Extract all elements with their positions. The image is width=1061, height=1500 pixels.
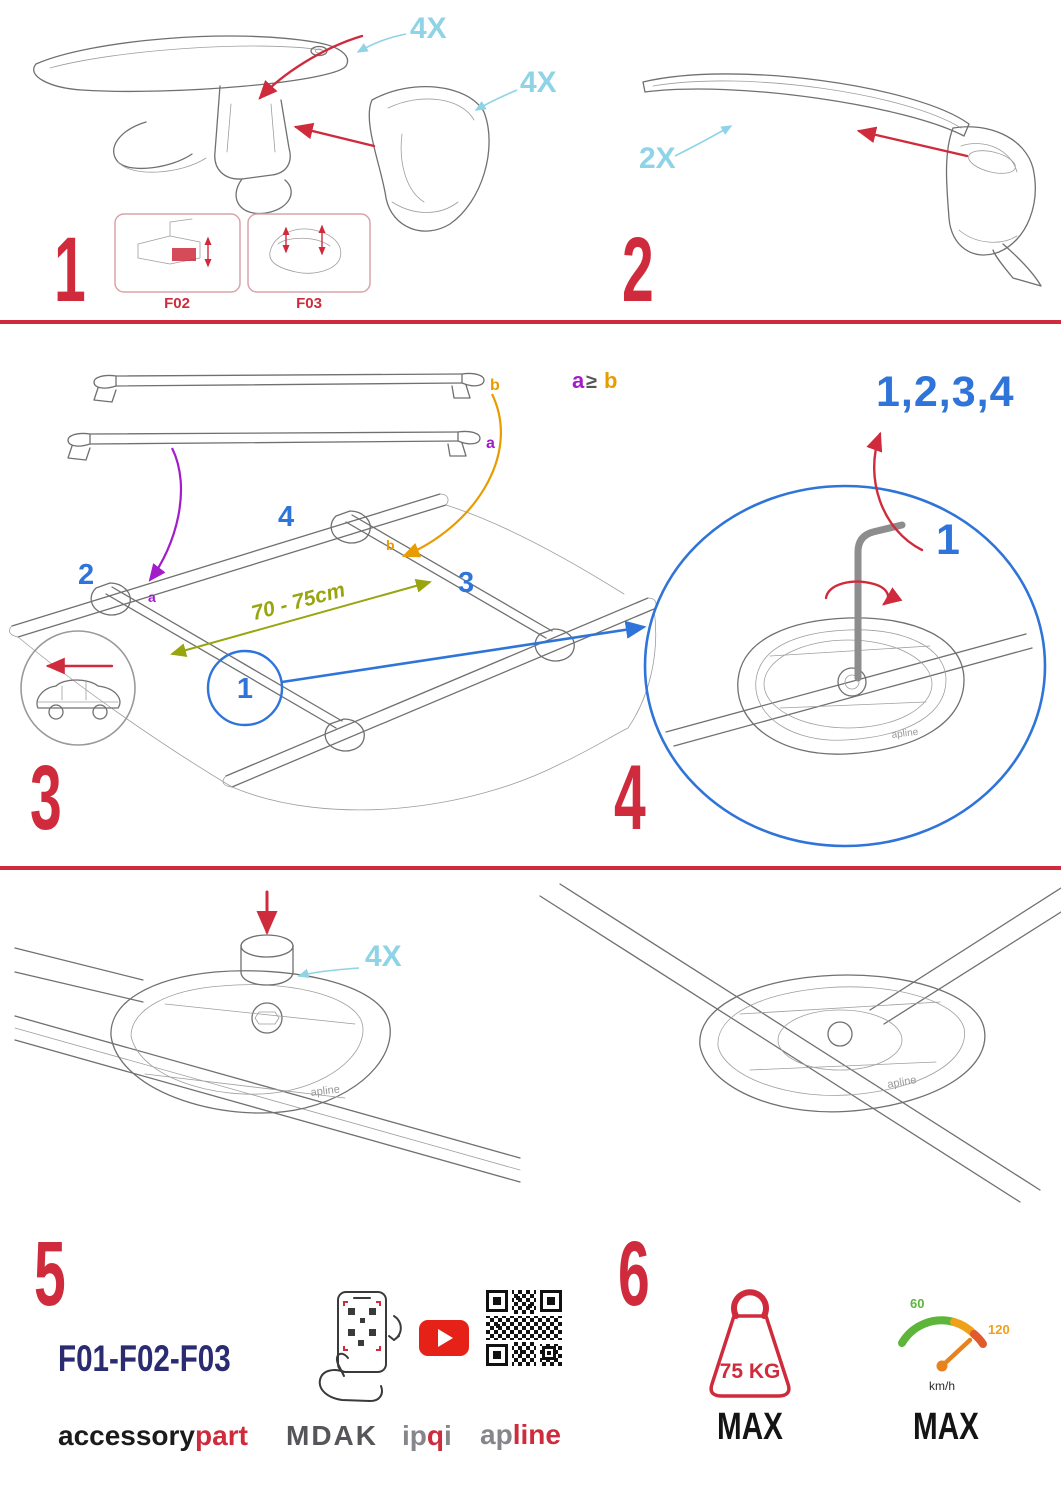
phone-qr-pixels — [348, 1308, 376, 1346]
qty-label-side: 4X — [520, 66, 557, 99]
position-2: 2 — [78, 559, 94, 591]
step2-artwork: 2X — [639, 73, 1042, 287]
bar-endcap-drawing — [642, 73, 1042, 287]
step1-number: 1 — [54, 219, 86, 321]
brand-mark: apline — [886, 1074, 917, 1091]
rotation-arrow — [824, 580, 903, 606]
inset-f02: F02 — [114, 213, 241, 312]
ipqi-gray1: ip — [402, 1420, 427, 1451]
detail-circle — [206, 649, 284, 727]
step5-number: 5 — [34, 1223, 66, 1325]
brand-accessory: accessory — [58, 1420, 196, 1451]
step4-number: 4 — [614, 747, 646, 849]
brand-ipqi: ipqi — [402, 1422, 452, 1450]
clamp-knob-drawing — [14, 934, 521, 1183]
qty-label: 4X — [365, 940, 402, 973]
bar-a-pointer — [148, 447, 183, 582]
speed-unit-label: km/h — [929, 1379, 955, 1393]
brand-mdak: MDAK — [286, 1420, 378, 1451]
position-1: 1 — [237, 673, 253, 705]
cmp-b: b — [604, 368, 617, 393]
apline-red: line — [512, 1419, 561, 1450]
sequence-arrow — [866, 431, 924, 552]
model-codes: F01-F02-F03 — [58, 1338, 231, 1379]
qr-code — [486, 1290, 562, 1366]
weight-value: 75 KG — [720, 1360, 781, 1383]
cyan-pointer — [297, 967, 360, 978]
speed-low-label: 60 — [910, 1296, 924, 1311]
step6-artwork: apline — [539, 883, 1061, 1203]
section-divider — [0, 866, 1061, 870]
section-divider — [0, 320, 1061, 324]
step3-artwork: b a a ≥ b a b 70 - 75cm 2 4 3 1 — [9, 368, 657, 811]
bar-b-label: b — [490, 377, 500, 394]
inset-f03: F03 — [247, 213, 371, 312]
crossbar-clamp-drawing — [33, 35, 490, 232]
zoom-pointer-arrow — [281, 620, 647, 684]
step5-artwork: 4X apline — [14, 890, 521, 1183]
comparison-formula: a ≥ b — [572, 368, 617, 393]
sequence-start: 1 — [936, 516, 960, 564]
qty-label: 2X — [639, 142, 676, 175]
brand-mark: apline — [310, 1083, 341, 1098]
brand-part: part — [195, 1420, 248, 1451]
step6-number: 6 — [618, 1223, 650, 1325]
roof-b-label: b — [386, 537, 395, 553]
red-arrow — [293, 122, 376, 148]
phone-scan-icon — [318, 1291, 402, 1402]
brand-mark: apline — [891, 727, 919, 741]
cmp-sign: ≥ — [586, 371, 597, 393]
step1-artwork: 4X 4X F02 F03 — [33, 12, 557, 312]
step2-number: 2 — [622, 219, 654, 321]
weight-max-label: MAX — [717, 1406, 783, 1448]
brand-accessorypart: accessorypart — [58, 1422, 248, 1450]
roof-a-label: a — [148, 589, 156, 605]
position-3: 3 — [458, 567, 474, 599]
weight-limit-icon: 75 KG — [709, 1289, 791, 1398]
bar-a-label: a — [486, 435, 495, 452]
speed-high-label: 120 — [988, 1322, 1010, 1337]
step4-artwork: apline 1,2,3,4 1 — [643, 368, 1047, 848]
roof-drawing — [9, 493, 657, 811]
bar-b-pointer — [401, 393, 502, 558]
brand-apline: apline — [480, 1421, 561, 1449]
play-triangle — [438, 1329, 453, 1347]
step3-number: 3 — [30, 747, 62, 849]
youtube-icon — [419, 1320, 469, 1356]
cyan-pointer — [356, 33, 407, 53]
cmp-a: a — [572, 368, 585, 393]
red-arrow — [856, 126, 969, 158]
cyan-pointer — [674, 125, 733, 157]
ipqi-red: q — [426, 1420, 444, 1451]
inset-f03-label: F03 — [296, 295, 322, 312]
zoom-circle — [643, 484, 1047, 848]
speed-max-label: MAX — [913, 1406, 979, 1448]
ipqi-gray2: i — [444, 1420, 452, 1451]
cyan-pointer — [474, 89, 518, 111]
distance-arrow — [170, 579, 432, 657]
tighten-sequence: 1,2,3,4 — [876, 368, 1015, 416]
position-4: 4 — [278, 501, 294, 533]
speedometer-icon: 60 120 km/h — [898, 1296, 1010, 1393]
inset-f02-label: F02 — [164, 295, 190, 312]
clamp-tightening-drawing — [665, 617, 1033, 755]
clamp-mounted-drawing — [539, 883, 1061, 1203]
qty-label-top: 4X — [410, 12, 447, 45]
allen-key-icon — [854, 521, 906, 682]
apline-gray: ap — [480, 1419, 513, 1450]
crossbars-pair-drawing — [67, 372, 485, 461]
red-arrow — [258, 34, 364, 100]
car-direction-inset — [20, 630, 136, 746]
